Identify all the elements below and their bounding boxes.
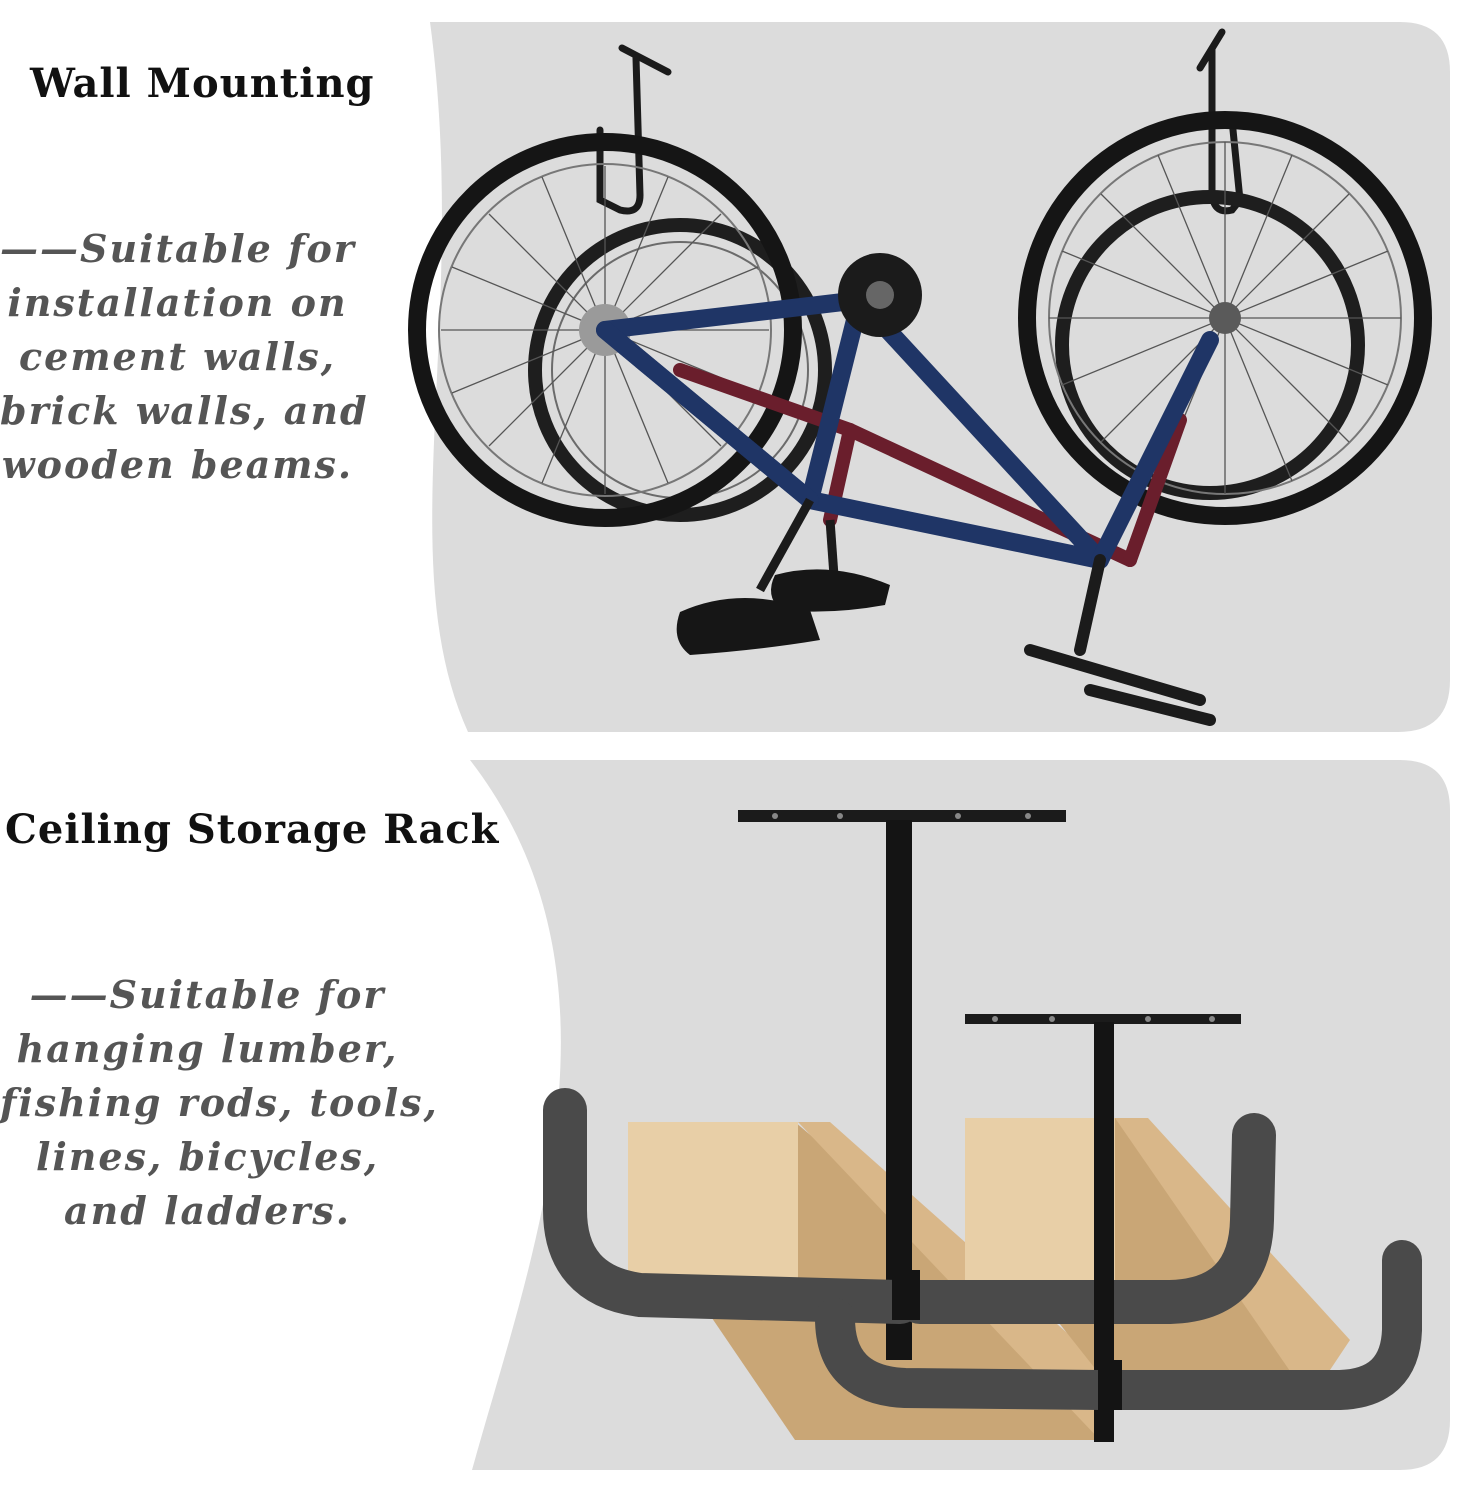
description-line: brick walls, and xyxy=(0,388,369,433)
ceiling-storage-rack-heading: Ceiling Storage Rack xyxy=(5,806,500,853)
crankset xyxy=(838,253,922,337)
front-wheel-front xyxy=(1018,111,1432,525)
description-line: ——Suitable for xyxy=(0,226,356,271)
description-line: installation on xyxy=(7,280,348,325)
ceiling-rack-illustration xyxy=(470,760,1450,1470)
wall-mounting-heading: Wall Mounting xyxy=(30,60,375,107)
description-line: cement walls, xyxy=(19,334,336,379)
ceiling-rack-small xyxy=(815,1014,1422,1442)
ceiling-rack-large xyxy=(543,810,1276,1360)
description-line: lines, bicycles, xyxy=(35,1134,380,1179)
description-line: fishing rods, tools, xyxy=(0,1080,439,1125)
description-line: ——Suitable for xyxy=(29,972,386,1017)
ceiling-storage-rack-description: ——Suitable for hanging lumber, fishing r… xyxy=(0,968,439,1238)
bicycles-hanging-illustration xyxy=(408,22,1450,732)
saddle xyxy=(676,569,890,655)
description-line: and ladders. xyxy=(63,1188,352,1233)
handlebar xyxy=(1024,554,1216,726)
wall-hook-left xyxy=(596,44,672,215)
description-line: wooden beams. xyxy=(1,442,354,487)
description-line: hanging lumber, xyxy=(16,1026,399,1071)
wall-mounting-description: ——Suitable for installation on cement wa… xyxy=(0,222,369,492)
